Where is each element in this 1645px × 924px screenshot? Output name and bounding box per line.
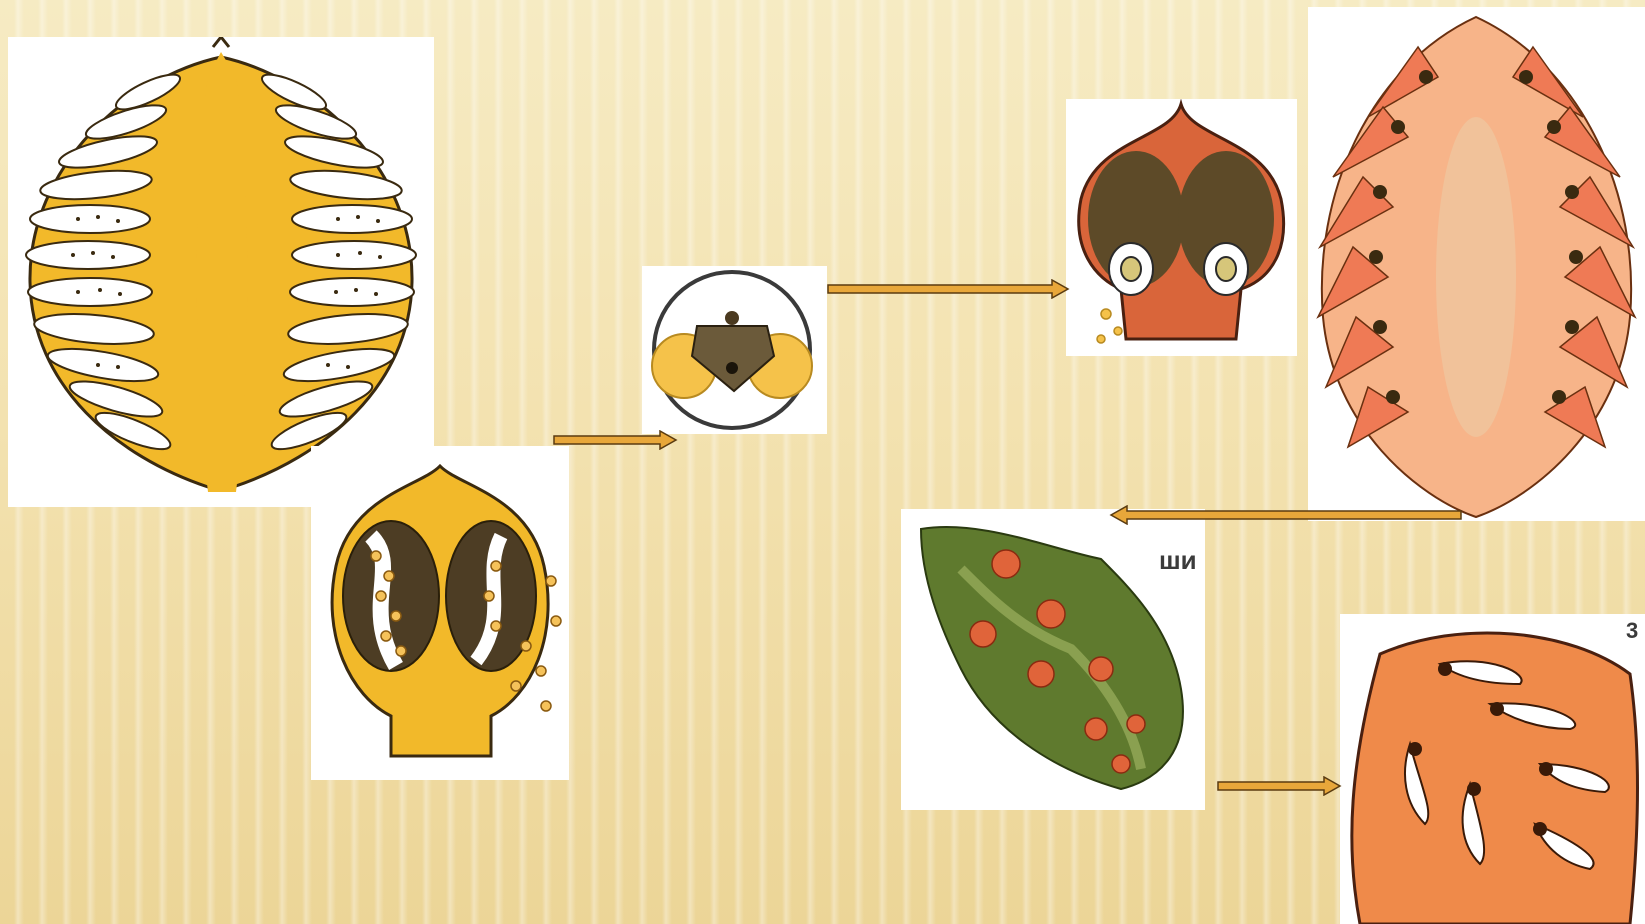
seed-cone-fragment-drawing: 3	[1340, 614, 1645, 924]
female-cone-section-drawing	[1308, 7, 1645, 521]
microsporophyll-drawing	[311, 446, 569, 780]
arrow-female-cone-to-branch	[1109, 505, 1463, 525]
pollen-grain-drawing	[642, 266, 827, 434]
ovuliferous-scale-drawing	[1066, 99, 1297, 356]
mature-cone-branch-image: ши	[901, 509, 1205, 810]
ovuliferous-scale-image	[1066, 99, 1297, 356]
arrow-pollen-to-ovuliferous-scale	[826, 279, 1070, 299]
male-cone-section-drawing	[8, 37, 434, 507]
panel6-fragment-label: ши	[1159, 545, 1197, 575]
microsporophyll-image	[311, 446, 569, 780]
panel7-digit-label: 3	[1626, 618, 1638, 643]
mature-cone-branch-drawing: ши	[901, 509, 1205, 810]
pollen-grain-image	[642, 266, 827, 434]
female-cone-section-image	[1308, 7, 1645, 521]
arrow-microsporophyll-to-pollen	[552, 430, 678, 450]
male-cone-section-image	[8, 37, 434, 507]
arrow-branch-to-seed-cone	[1216, 776, 1342, 796]
seed-cone-fragment-image: 3	[1340, 614, 1645, 924]
